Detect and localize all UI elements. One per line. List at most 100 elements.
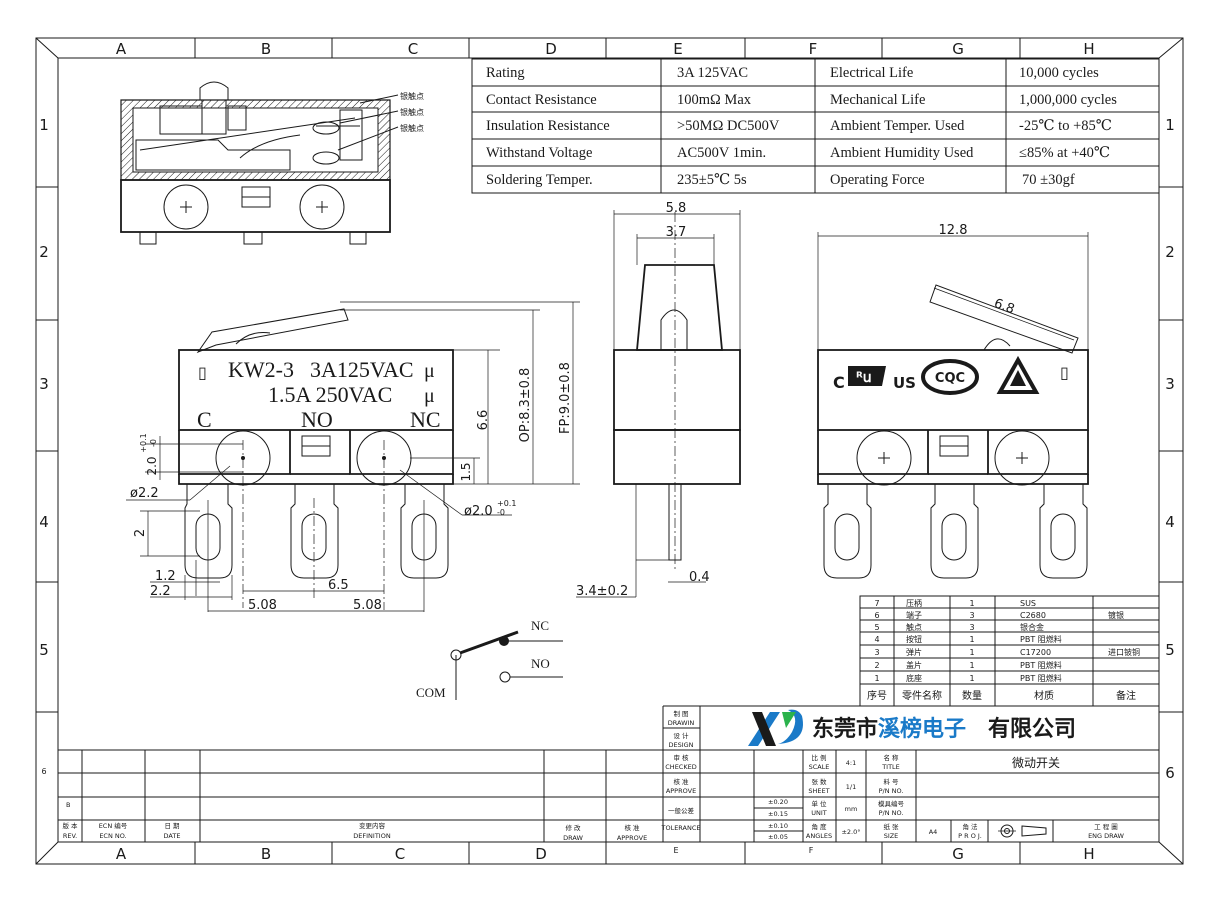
ecn-label: ECN 编号 (99, 821, 128, 830)
row-5-right: 5 (1165, 641, 1175, 659)
title-block: 东莞市 溪榜电子 有限公司 制 图 DRAWIN 设 计 DESIGN 审 核 … (58, 705, 1159, 842)
eng-draw-label: 工 程 圖 (1094, 822, 1118, 831)
mu-1: μ (424, 360, 435, 382)
dim-1-2: 1.2 (155, 569, 176, 584)
col-e-top: E (673, 40, 682, 58)
dim-5-08-left: 5.08 (248, 598, 277, 613)
col-d-top: D (545, 40, 557, 58)
bom-cell: 底座 (906, 673, 922, 683)
col-b-top: B (261, 40, 271, 58)
mold-label-en: P/N NO. (879, 809, 904, 817)
section-view: 银触点 银触点 银触点 (120, 81, 424, 245)
bom-cell: 1 (969, 661, 974, 670)
cqc-logo-icon (921, 359, 979, 395)
bom-cell: 弹片 (906, 647, 922, 657)
rating-1: 3A125VAC (310, 357, 414, 382)
dim-2-2: 2.2 (150, 584, 171, 599)
tolerance-value: ±0.20 (768, 798, 788, 806)
appr-label-en: APPROVE (617, 834, 647, 842)
row-4-left: 4 (39, 513, 49, 531)
approve-label: 核 准 (673, 777, 689, 786)
zone-labels: A B C D E F G H A B C D E F G H 1 2 3 4 … (39, 40, 1175, 863)
dim-12-8: 12.8 (939, 223, 968, 238)
unit-value: mm (845, 805, 858, 813)
tolerance-label-en: TOLERANCE (660, 824, 700, 832)
bom-header: 材质 (1034, 689, 1054, 702)
projection-symbol-icon (998, 824, 1047, 838)
row-1-left: 1 (39, 116, 49, 134)
spec-value: ≤85% at +40℃ (1019, 145, 1110, 161)
tolerance-value: ±0.10 (768, 822, 788, 830)
drawn-label-en: DRAWIN (668, 719, 695, 727)
pn-label-en: P/N NO. (879, 787, 904, 795)
silver-contact-label: 银触点 (400, 123, 424, 133)
spec-value: 235±5℃ 5s (677, 172, 747, 188)
modify-label: 修 改 (565, 823, 581, 832)
tol-down: -0 (149, 439, 158, 447)
bom-cell: 盖片 (906, 660, 922, 670)
border-frame (35, 37, 1184, 865)
mold-label: 模具编号 (878, 799, 905, 808)
projection-label: 角 法 (962, 822, 978, 831)
sheet-label-en: SHEET (808, 787, 829, 795)
bom-header: 零件名称 (902, 689, 942, 702)
rev-label: 版 本 (62, 821, 78, 830)
dim-5-08-right: 5.08 (353, 598, 382, 613)
silver-contact-label: 银触点 (400, 91, 424, 101)
appr-label: 核 准 (624, 823, 640, 832)
spec-label: Withstand Voltage (486, 145, 592, 161)
schematic-nc: NC (531, 618, 549, 633)
company-name-part3: 有限公司 (988, 716, 1076, 742)
bom-cell: 按钮 (906, 634, 922, 644)
bom-cell: 压柄 (906, 598, 922, 608)
rev-label-en: REV. (63, 832, 77, 840)
date-label: 日 期 (164, 822, 180, 830)
schematic-no: NO (531, 656, 550, 671)
bom-cell: PBT 阻燃料 (1020, 673, 1062, 683)
bom-cell: 4 (874, 635, 879, 644)
dim-op: OP:8.3±0.8 (518, 368, 533, 443)
dim-hole-left: 2.0 (145, 456, 159, 475)
ecn-label-en: ECN NO. (99, 832, 126, 840)
company-logo (748, 709, 803, 746)
bom-cell: C2680 (1020, 611, 1046, 620)
row-2-right: 2 (1165, 243, 1175, 261)
terminal-nc-label: NC (410, 407, 441, 432)
ul-logo-text-icon: ᴿ𝗎 (856, 370, 872, 386)
sheet-label: 张 数 (811, 777, 827, 786)
col-b-bottom: B (261, 845, 271, 863)
spec-value: 1,000,000 cycles (1019, 92, 1117, 108)
definition-label: 变更内容 (359, 821, 386, 830)
bom-cell: 1 (969, 599, 974, 608)
triangle-logo-icon (996, 355, 1040, 394)
unit-label: 单 位 (811, 799, 827, 808)
dim-6-5: 6.5 (328, 578, 349, 593)
bom-cell: 进口铍铜 (1108, 647, 1140, 657)
row-2-left: 2 (39, 243, 49, 261)
bom-cell: 银合金 (1020, 622, 1044, 632)
dim-2: 2 (133, 529, 148, 537)
row-3-right: 3 (1165, 375, 1175, 393)
spec-table: Rating 3A 125VAC Electrical Life 10,000 … (471, 58, 1160, 194)
spec-value: 3A 125VAC (677, 65, 748, 81)
dim-1-5: 1.5 (459, 462, 473, 481)
bom-cell: 镀银 (1108, 610, 1124, 620)
col-c-bottom: C (395, 845, 405, 863)
tol-up: +0.1 (497, 499, 516, 508)
bom-cell: 3 (874, 648, 879, 657)
spec-label: Ambient Humidity Used (830, 145, 974, 161)
spec-label: Mechanical Life (830, 92, 925, 108)
row-3-left: 3 (39, 375, 49, 393)
dim-dia-2-0: ø2.0 (464, 504, 493, 519)
bom-cell: C17200 (1020, 648, 1051, 657)
dim-0-4: 0.4 (689, 570, 710, 585)
angles-value: ±2.0° (841, 828, 860, 836)
tol-down: -0 (497, 508, 505, 517)
eng-draw-label-en: ENG DRAW (1088, 832, 1124, 840)
cert-cqc: CQC (935, 371, 965, 386)
bom-cell: 1 (969, 648, 974, 657)
col-g-top: G (952, 40, 964, 58)
marker-icon: ▯ (198, 365, 207, 382)
col-d-bottom: D (535, 845, 547, 863)
